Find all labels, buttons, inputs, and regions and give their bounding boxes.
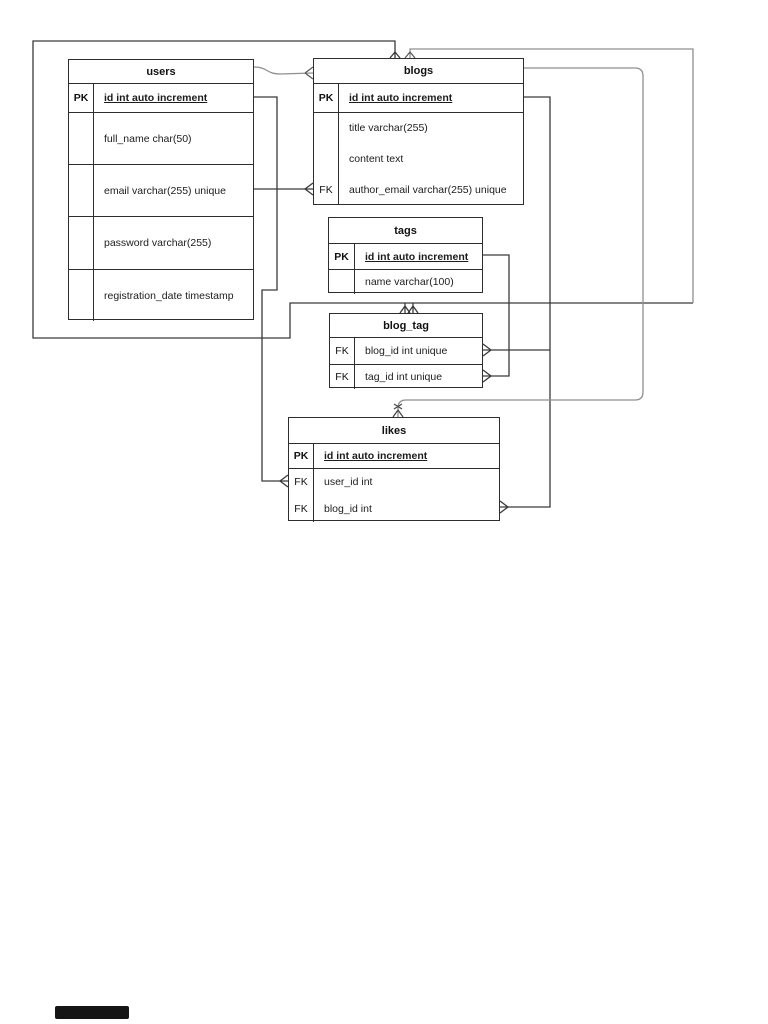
key-cell bbox=[314, 143, 339, 174]
crowfoot-blogtag-blogid bbox=[482, 343, 492, 357]
crowfoot-likes-userid bbox=[279, 474, 289, 488]
connector-blogs-to-likes-top bbox=[392, 67, 644, 418]
table-tags-title: tags bbox=[329, 218, 482, 244]
table-blogs: blogs PK id int auto increment title var… bbox=[313, 58, 524, 205]
field-cell: id int auto increment bbox=[349, 92, 453, 104]
scrollbar-thumb[interactable] bbox=[55, 1006, 129, 1019]
table-row: PK id int auto increment bbox=[289, 444, 499, 468]
table-blogs-title: blogs bbox=[314, 59, 523, 84]
key-cell: FK bbox=[330, 338, 355, 364]
field-cell: content text bbox=[349, 152, 404, 165]
key-cell: PK bbox=[289, 444, 314, 468]
field-cell: user_id int bbox=[324, 476, 373, 488]
key-cell: FK bbox=[289, 495, 314, 522]
table-row: email varchar(255) unique bbox=[69, 164, 253, 216]
key-cell: PK bbox=[69, 84, 94, 112]
crowfoot-blogtag-tagid bbox=[482, 369, 492, 383]
crowfoot-likes-blogid bbox=[499, 500, 509, 514]
field-cell: registration_date timestamp bbox=[104, 289, 234, 302]
table-users-title: users bbox=[69, 60, 253, 84]
field-cell: password varchar(255) bbox=[104, 237, 212, 249]
table-row: FK tag_id int unique bbox=[330, 364, 482, 389]
table-row: FK blog_id int bbox=[289, 495, 499, 522]
field-cell: name varchar(100) bbox=[365, 276, 454, 288]
crowfoot-likes-top bbox=[392, 409, 404, 418]
key-cell bbox=[69, 165, 94, 216]
table-users: users PK id int auto increment full_name… bbox=[68, 59, 254, 321]
key-cell: FK bbox=[314, 174, 339, 205]
key-cell: PK bbox=[329, 244, 355, 269]
table-blog-tag-title: blog_tag bbox=[330, 314, 482, 338]
connector-blogs-blogtag-left-loop bbox=[32, 40, 693, 339]
crowfoot-blogs-header bbox=[304, 66, 314, 80]
key-cell bbox=[69, 113, 94, 164]
key-cell bbox=[329, 270, 355, 294]
field-cell: id int auto increment bbox=[324, 450, 428, 462]
table-row: registration_date timestamp bbox=[69, 269, 253, 321]
table-tags: tags PK id int auto increment name varch… bbox=[328, 217, 483, 294]
connector-users-blogs-header bbox=[253, 66, 314, 80]
table-row: FK blog_id int unique bbox=[330, 338, 482, 364]
connector-tags-id-to-blogtag-tagid bbox=[482, 254, 510, 383]
connector-users-email-to-blogs-authoremail bbox=[254, 182, 314, 196]
key-cell bbox=[69, 270, 94, 321]
key-cell bbox=[314, 113, 339, 143]
field-cell: tag_id int unique bbox=[365, 371, 443, 383]
key-cell: PK bbox=[314, 84, 339, 112]
crowfoot-blogs-top-left bbox=[389, 51, 401, 59]
table-row: name varchar(100) bbox=[329, 269, 482, 294]
key-cell bbox=[69, 217, 94, 269]
connector-blogs-blogtag-right-loop bbox=[404, 48, 694, 303]
table-row: PK id int auto increment bbox=[314, 84, 523, 112]
field-cell: id int auto increment bbox=[365, 250, 469, 263]
connector-blogs-id-to-blogtag-and-likes bbox=[482, 96, 551, 514]
cross-tick-likes-top bbox=[393, 403, 403, 410]
crowfoot-blogtag-top-right bbox=[407, 303, 419, 314]
field-cell: blog_id int bbox=[324, 502, 372, 515]
field-cell: email varchar(255) unique bbox=[104, 184, 226, 197]
table-blog-tag: blog_tag FK blog_id int unique FK tag_id… bbox=[329, 313, 483, 389]
key-cell: FK bbox=[289, 469, 314, 495]
connector-users-id-to-likes-userid bbox=[254, 96, 289, 488]
field-cell: full_name char(50) bbox=[104, 132, 192, 145]
table-row: FK author_email varchar(255) unique bbox=[314, 174, 523, 205]
field-cell: author_email varchar(255) unique bbox=[349, 183, 507, 196]
table-row: title varchar(255) bbox=[314, 112, 523, 143]
table-likes: likes PK id int auto increment FK user_i… bbox=[288, 417, 500, 522]
field-cell: blog_id int unique bbox=[365, 345, 448, 357]
crowfoot-blogs-authoremail bbox=[304, 182, 314, 196]
table-row: password varchar(255) bbox=[69, 216, 253, 269]
table-row: content text bbox=[314, 143, 523, 174]
table-likes-title: likes bbox=[289, 418, 499, 444]
table-row: FK user_id int bbox=[289, 468, 499, 495]
key-cell: FK bbox=[330, 365, 355, 389]
table-row: PK id int auto increment bbox=[329, 244, 482, 269]
table-row: PK id int auto increment bbox=[69, 84, 253, 112]
field-cell: title varchar(255) bbox=[349, 122, 428, 134]
field-cell: id int auto increment bbox=[104, 92, 208, 104]
crowfoot-blogs-top-right bbox=[404, 51, 416, 59]
table-row: full_name char(50) bbox=[69, 112, 253, 164]
